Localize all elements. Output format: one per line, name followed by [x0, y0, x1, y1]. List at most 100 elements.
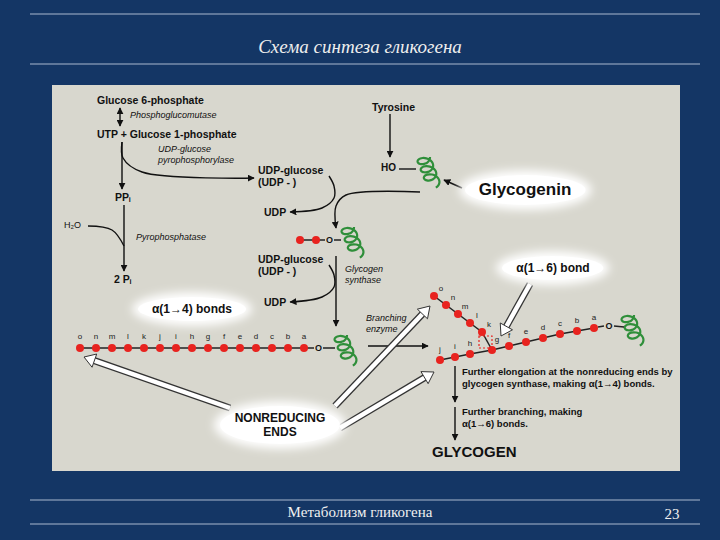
residue-letter: e	[238, 332, 242, 341]
glucose-dot	[204, 344, 212, 352]
reaction-arrow	[121, 142, 122, 189]
residue-letter: f	[223, 332, 225, 341]
glow-core	[220, 406, 340, 444]
bond-line	[323, 347, 335, 349]
metabolite: Tyrosine	[370, 100, 417, 114]
glucose-dot	[76, 344, 84, 352]
branching-arrow	[368, 345, 428, 346]
residue-letter: o	[78, 332, 82, 341]
residue-letter: k	[487, 320, 491, 329]
glow-ellipse	[459, 170, 592, 210]
metabolite: UDP	[262, 205, 288, 219]
metabolite: UDP	[262, 295, 288, 309]
residue-letter: j	[439, 345, 441, 354]
protein-coil	[342, 227, 364, 258]
glycogenin-arrow	[335, 191, 420, 228]
node-text: UTP + Glucose 1-phosphate	[97, 128, 237, 140]
glucose-dot	[436, 356, 444, 364]
white-arrow-edge	[340, 378, 425, 428]
reaction-arrow	[122, 142, 254, 178]
tyrosine-arrow	[389, 114, 390, 157]
label: HO	[381, 163, 396, 174]
residue-letter: m	[109, 332, 116, 341]
node-text: α(1→4) bonds	[152, 302, 232, 316]
glucose-dot	[556, 330, 564, 338]
rule-line	[30, 524, 700, 525]
metabolite: UDP-glucose (UDP - )	[256, 252, 327, 278]
residue-letter: a	[302, 332, 306, 341]
label: Further branching, making α(1→6) bonds.	[462, 406, 592, 429]
white-arrow-body	[340, 377, 425, 428]
glucose-dot	[268, 344, 276, 352]
enzyme-label: Phosphoglucomutase	[130, 110, 217, 121]
reaction-arrow	[123, 205, 124, 271]
glow-callout: α(1→6) bond	[498, 253, 607, 283]
glucose-dot	[124, 344, 132, 352]
rule-line	[30, 14, 700, 15]
residue-letter: k	[142, 332, 146, 341]
node-text: Glycogenin	[479, 180, 572, 199]
oxygen-label: O	[605, 321, 612, 331]
residue-letter: d	[254, 332, 258, 341]
residue-letter: o	[439, 284, 443, 293]
node-text: Glucose 6-phosphate	[97, 94, 204, 106]
glucose-dot	[284, 344, 292, 352]
metabolite: Glucose 6-phosphate	[95, 93, 206, 107]
residue-letter: j	[159, 332, 161, 341]
node-text: GLYCOGEN	[432, 443, 516, 460]
white-arrow-head	[417, 306, 430, 319]
residue-letter: l	[476, 311, 478, 320]
oxygen-label: O	[326, 235, 333, 245]
residue-letter: m	[462, 302, 469, 311]
residue-letter: n	[451, 293, 455, 302]
residue-letter: h	[190, 332, 194, 341]
glucose-dot	[220, 344, 228, 352]
glucose-dot	[252, 344, 260, 352]
protein-coil	[622, 315, 644, 346]
residue-letter: e	[524, 327, 528, 336]
oxygen-label: O	[315, 343, 322, 353]
white-arrow-edge	[335, 314, 422, 406]
node-text: UDP-glucose (UDP - )	[258, 164, 323, 188]
glucose-dot	[466, 319, 474, 327]
bond-highlight	[479, 336, 492, 348]
glow-ellipse	[214, 401, 346, 449]
bond-line	[598, 326, 604, 327]
glucose-dot	[296, 236, 304, 244]
glucose-dot	[108, 344, 116, 352]
white-arrow-head	[421, 372, 434, 384]
glow-ellipse	[132, 292, 252, 326]
residue-letter: i	[454, 342, 456, 351]
glucose-dot	[522, 338, 530, 346]
residue-letter: c	[558, 319, 562, 328]
rule-line	[30, 500, 700, 501]
glucose-dot	[236, 344, 244, 352]
residue-letter: b	[286, 332, 290, 341]
glucose-dot	[573, 327, 581, 335]
glucose-dot	[539, 334, 547, 342]
glucose-dot	[156, 344, 164, 352]
product-label: GLYCOGEN	[430, 442, 518, 462]
reaction-arrow	[290, 265, 335, 302]
label: 23	[665, 506, 680, 523]
node-text: UDP	[264, 206, 286, 218]
reaction-arrow	[119, 108, 120, 126]
glucose-dot	[140, 344, 148, 352]
node-text: UDP	[264, 296, 286, 308]
residue-letter: c	[270, 332, 274, 341]
white-arrow-head	[84, 354, 97, 367]
bond-line	[334, 239, 341, 241]
residue-letter: n	[94, 332, 98, 341]
residue-letter: g	[206, 332, 210, 341]
reaction-arrow	[290, 176, 335, 212]
slide-title: Схема синтеза гликогена	[0, 36, 720, 58]
pointer-arrow	[444, 180, 462, 188]
metabolite: PPᵢ	[113, 190, 133, 204]
branching-arrow	[454, 407, 455, 440]
glucose-dot	[505, 342, 513, 350]
bond-line	[399, 168, 416, 170]
white-arrow-edge	[506, 284, 530, 326]
glucose-dot	[451, 353, 459, 361]
residue-letter: i	[175, 332, 177, 341]
